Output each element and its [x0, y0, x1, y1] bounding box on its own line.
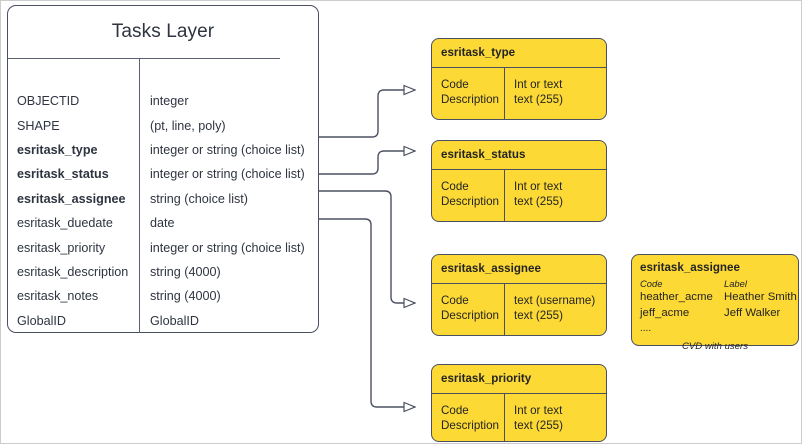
field-type: string (4000) [150, 264, 221, 279]
cvd-row-label: Jeff Walker [724, 307, 781, 319]
column-divider [504, 284, 505, 335]
field-type: integer or string (choice list) [150, 142, 305, 157]
table-row[interactable]: esritask_type integer or string (choice … [8, 138, 318, 162]
field-type: integer [150, 94, 189, 109]
header-divider [432, 283, 606, 284]
lookup-field-code: Code [441, 78, 469, 91]
lookup-right-column: Int or text text (255) [514, 77, 563, 108]
field-type: GlobalID [150, 313, 199, 328]
connector-to-type [319, 90, 415, 138]
lookup-title: esritask_priority [441, 372, 532, 385]
column-divider [504, 394, 505, 441]
field-name: GlobalID [17, 313, 66, 328]
cvd-header-code: Code [640, 278, 663, 289]
field-list: OBJECTID integer SHAPE (pt, line, poly) … [8, 59, 318, 332]
lookup-type-description: text (255) [514, 93, 563, 107]
table-row[interactable]: esritask_description string (4000) [8, 260, 318, 284]
field-name: esritask_notes [17, 289, 99, 304]
lookup-type-code: text (username) [514, 294, 596, 307]
table-row[interactable]: esritask_notes string (4000) [8, 284, 318, 308]
field-name: esritask_assignee [17, 191, 126, 206]
lookup-field-description: Description [441, 309, 499, 323]
header-divider [432, 393, 606, 394]
cvd-title: esritask_assignee [640, 261, 740, 274]
lookup-type-code: Int or text [514, 78, 563, 91]
field-type: date [150, 216, 175, 231]
field-name: esritask_status [17, 167, 109, 182]
cvd-caption: CVD with users [681, 341, 749, 352]
lookup-type-description: text (255) [514, 309, 563, 323]
lookup-title: esritask_status [441, 148, 526, 161]
lookup-field-description: Description [441, 419, 499, 433]
table-row[interactable]: SHAPE (pt, line, poly) [8, 113, 318, 137]
lookup-right-column: Int or text text (255) [514, 403, 563, 434]
cvd-row-label: Heather Smith [724, 291, 797, 303]
cvd-header-label: Label [724, 278, 747, 289]
lookup-type-code: Int or text [514, 180, 563, 193]
tasks-layer-entity[interactable]: Tasks Layer OBJECTID integer SHAPE (pt, … [7, 5, 319, 333]
header-divider [432, 67, 606, 68]
table-row[interactable]: esritask_assignee string (choice list) [8, 187, 318, 211]
table-row[interactable]: esritask_status integer or string (choic… [8, 162, 318, 186]
lookup-right-column: Int or text text (255) [514, 179, 563, 210]
lookup-right-column: text (username) text (255) [514, 293, 595, 324]
lookup-type-description: text (255) [514, 419, 563, 433]
lookup-table-esritask-priority[interactable]: esritask_priority Code Description Int o… [431, 364, 607, 442]
cvd-row-code: heather_acme [640, 291, 713, 303]
lookup-left-column: Code Description [441, 77, 499, 108]
lookup-field-description: Description [441, 93, 499, 107]
table-row[interactable]: GlobalID GlobalID [8, 309, 318, 333]
column-divider [504, 170, 505, 221]
lookup-title: esritask_type [441, 46, 516, 59]
table-row[interactable]: esritask_priority integer or string (cho… [8, 235, 318, 259]
header-divider [8, 58, 280, 59]
lookup-table-esritask-type[interactable]: esritask_type Code Description Int or te… [431, 38, 607, 120]
connector-to-priority [319, 218, 415, 407]
field-name: SHAPE [17, 118, 60, 133]
lookup-type-code: Int or text [514, 404, 563, 417]
field-type: string (choice list) [150, 191, 248, 206]
page-title: Tasks Layer [111, 21, 215, 42]
column-divider [139, 59, 140, 333]
field-type: integer or string (choice list) [150, 240, 305, 255]
field-type: integer or string (choice list) [150, 167, 305, 182]
lookup-left-column: Code Description [441, 179, 499, 210]
field-name: esritask_description [17, 264, 129, 279]
header-divider [432, 169, 606, 170]
field-type: string (4000) [150, 289, 221, 304]
lookup-left-column: Code Description [441, 293, 499, 324]
cvd-sample-table[interactable]: esritask_assignee Code Label heather_acm… [631, 254, 799, 346]
lookup-title: esritask_assignee [441, 262, 541, 275]
lookup-field-code: Code [441, 404, 469, 417]
cvd-row-code: jeff_acme [640, 307, 690, 319]
field-name: esritask_type [17, 142, 98, 157]
lookup-left-column: Code Description [441, 403, 499, 434]
column-divider [504, 68, 505, 119]
field-type: (pt, line, poly) [150, 118, 226, 133]
lookup-field-code: Code [441, 180, 469, 193]
connector-to-assignee [319, 190, 415, 303]
connector-to-status [319, 151, 415, 175]
table-row[interactable]: OBJECTID integer [8, 89, 318, 113]
field-name: OBJECTID [17, 94, 80, 109]
cvd-ellipsis: .... [640, 323, 652, 334]
table-row[interactable]: esritask_duedate date [8, 211, 318, 235]
field-name: esritask_duedate [17, 216, 113, 231]
lookup-table-esritask-status[interactable]: esritask_status Code Description Int or … [431, 140, 607, 222]
lookup-field-description: Description [441, 195, 499, 209]
lookup-type-description: text (255) [514, 195, 563, 209]
lookup-field-code: Code [441, 294, 469, 307]
lookup-table-esritask-assignee[interactable]: esritask_assignee Code Description text … [431, 254, 607, 336]
field-name: esritask_priority [17, 240, 106, 255]
